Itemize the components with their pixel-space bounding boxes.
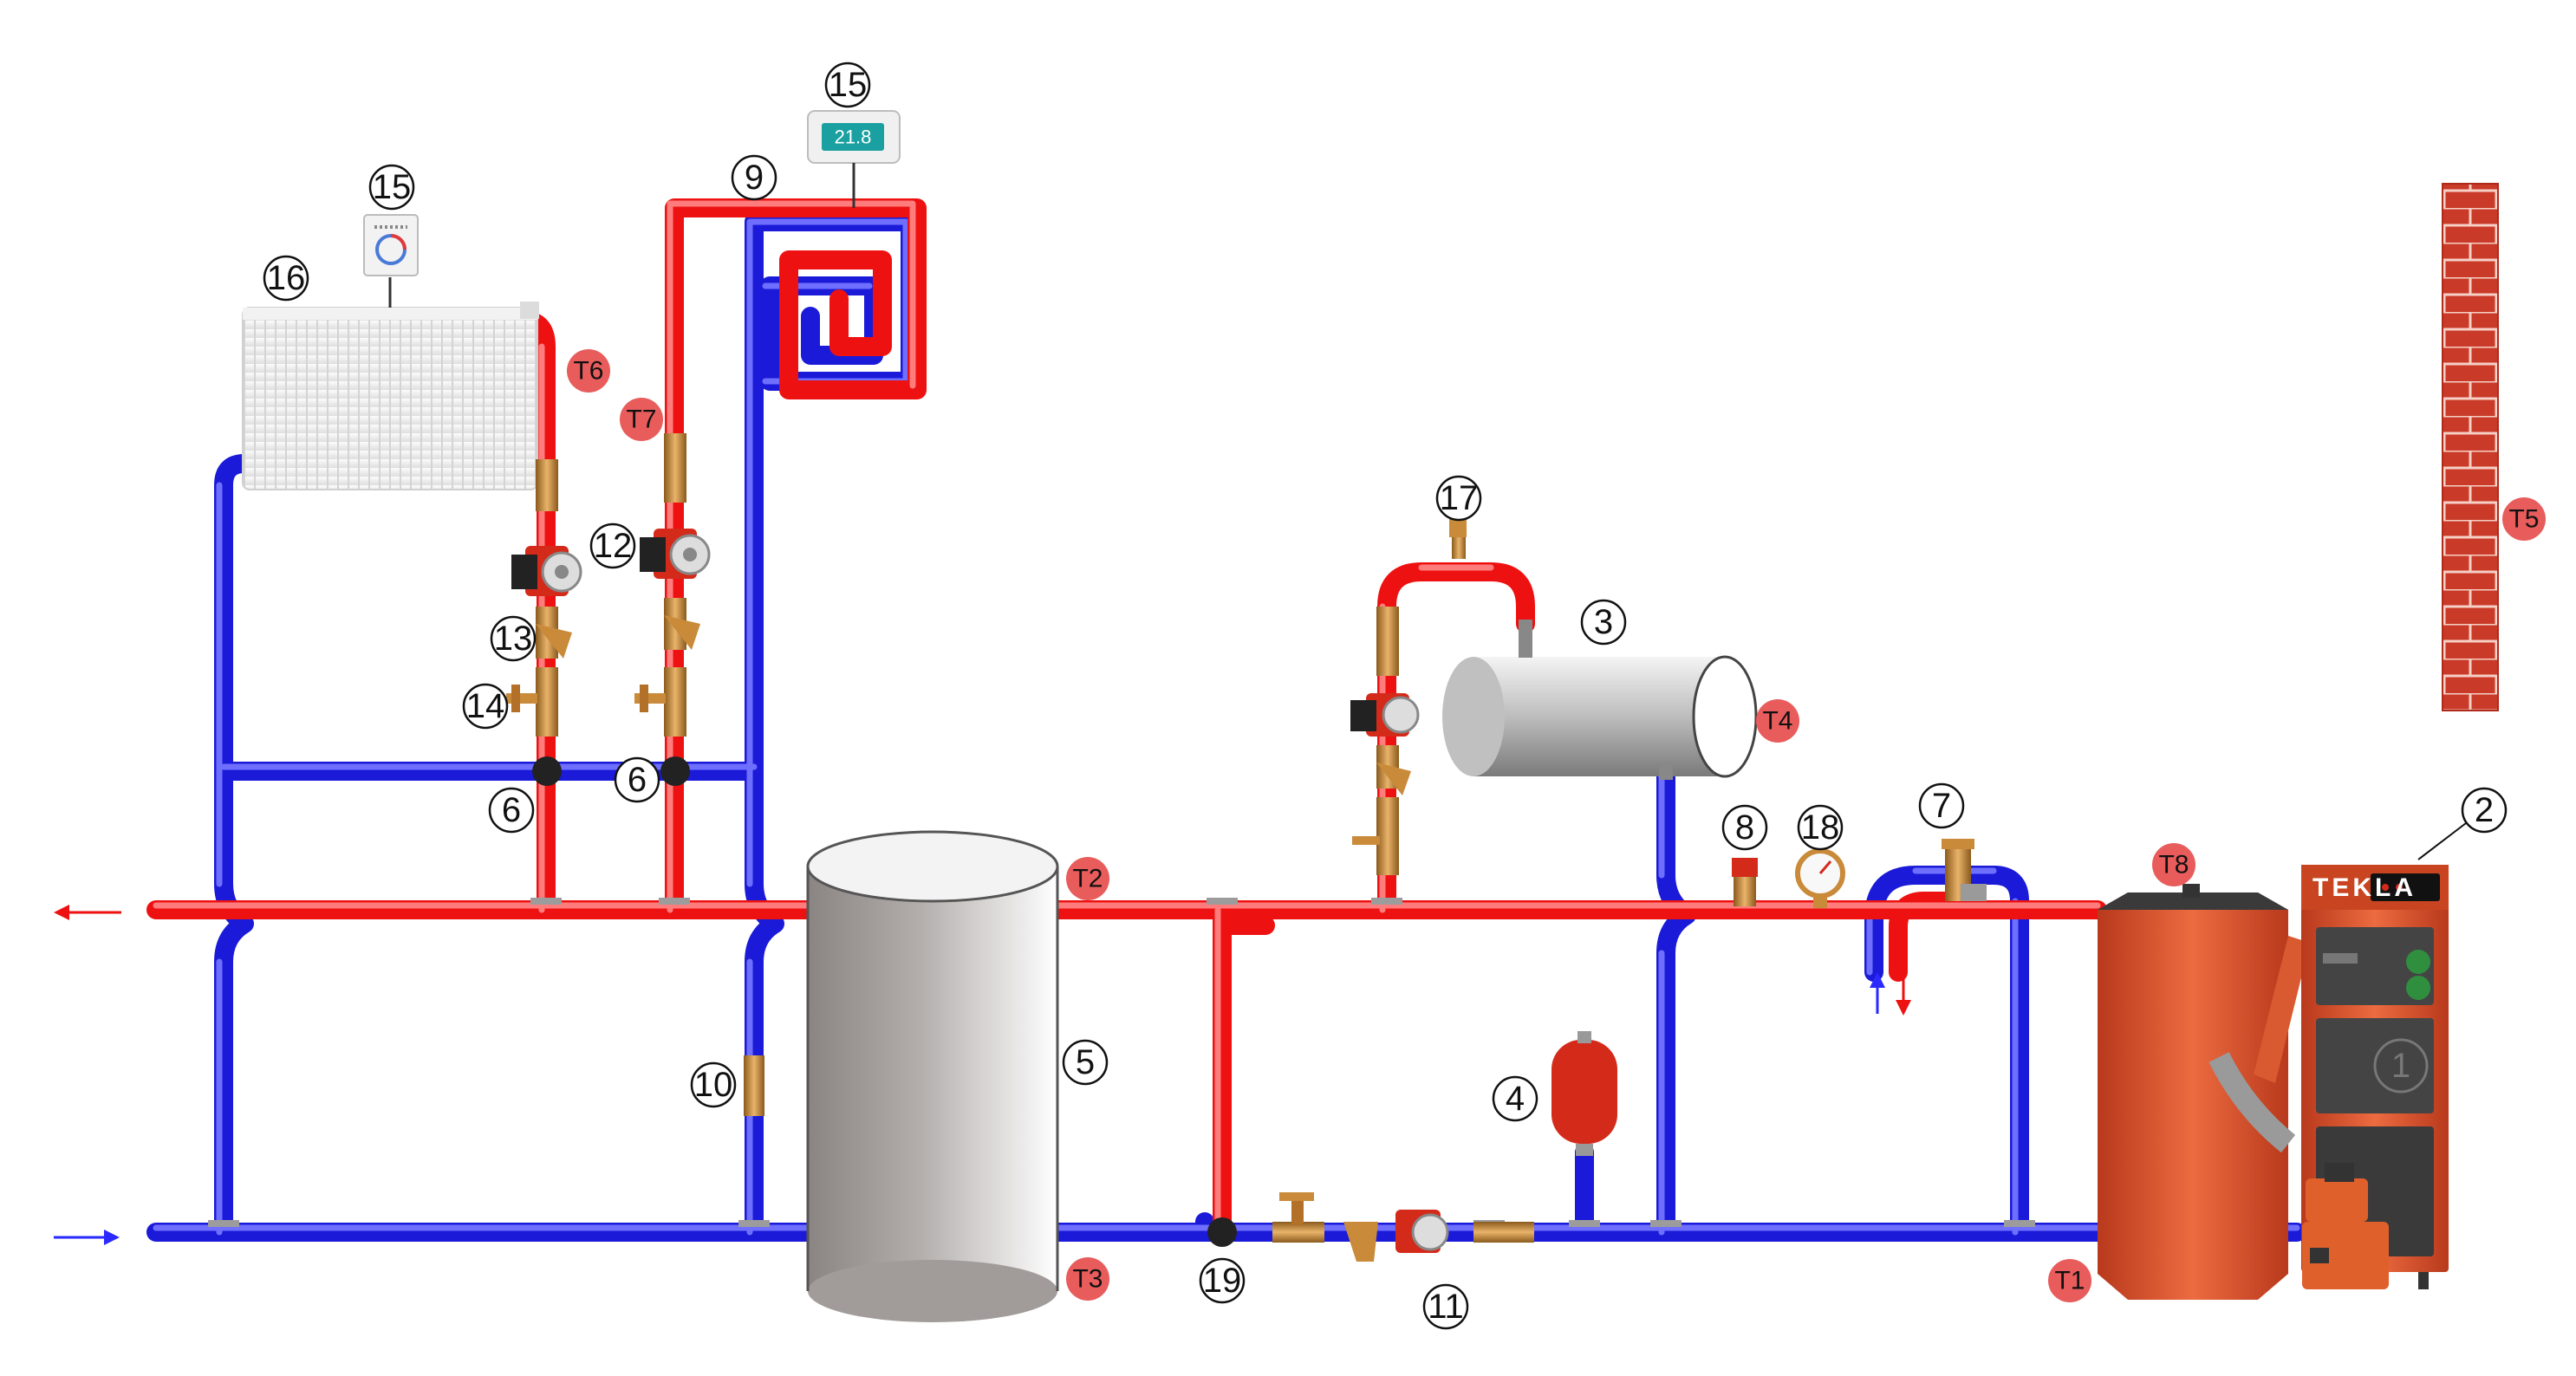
svg-text:15: 15 — [829, 66, 868, 104]
air-vent — [1449, 518, 1467, 537]
svg-text:19: 19 — [1203, 1262, 1242, 1300]
buffer-tank — [806, 830, 1059, 1322]
arrow-down-icon — [1896, 979, 1911, 1016]
radiator — [242, 277, 539, 490]
room-thermostat — [363, 214, 419, 276]
sensor-t5: T5 — [2502, 497, 2546, 541]
callout-16: 16 — [263, 255, 309, 302]
callout-15a: 15 — [368, 164, 415, 211]
svg-text:12: 12 — [594, 527, 633, 565]
dhw-tank — [1442, 620, 1758, 780]
thermostat-display: 21.8 — [835, 127, 872, 148]
sensor-t4: T4 — [1756, 699, 1799, 743]
callout-8: 8 — [1721, 804, 1768, 851]
svg-text:3: 3 — [1594, 603, 1613, 641]
component-callouts: 2 3 4 5 6 6 7 8 9 10 11 12 13 14 15 15 1… — [263, 62, 2508, 1330]
return-pump-group — [1207, 1192, 1534, 1262]
boiler-brand: TEKLA — [2313, 873, 2417, 902]
svg-text:11: 11 — [1428, 1288, 1464, 1326]
mixing-valve — [1942, 839, 1987, 901]
expansion-vessel — [1551, 1031, 1617, 1156]
svg-text:10: 10 — [694, 1066, 733, 1104]
svg-text:13: 13 — [494, 620, 533, 658]
callout-14: 14 — [462, 683, 509, 730]
svg-text:18: 18 — [1801, 808, 1840, 847]
callout-11: 11 — [1422, 1283, 1469, 1330]
sensor-t3: T3 — [1066, 1257, 1109, 1301]
callout-7: 7 — [1918, 782, 1965, 829]
sensor-t1: T1 — [2048, 1259, 2091, 1302]
boiler-door-number: 1 — [2391, 1047, 2410, 1085]
callout-19: 19 — [1199, 1257, 1246, 1304]
svg-text:7: 7 — [1932, 787, 1951, 825]
callout-15b: 15 — [824, 62, 871, 108]
svg-text:2: 2 — [2475, 791, 2494, 829]
arrow-left-icon — [54, 905, 121, 920]
svg-text:6: 6 — [502, 791, 521, 829]
svg-text:T1: T1 — [2054, 1267, 2085, 1295]
callout-9: 9 — [731, 154, 777, 201]
callout-10: 10 — [690, 1061, 737, 1108]
svg-text:T5: T5 — [2508, 505, 2539, 534]
callout-17: 17 — [1435, 475, 1482, 522]
svg-text:5: 5 — [1076, 1043, 1095, 1081]
svg-text:16: 16 — [267, 259, 306, 297]
floor-pump-group — [634, 433, 711, 786]
pressure-gauge — [1795, 848, 1845, 908]
callout-6a: 6 — [488, 787, 535, 834]
callout-6b: 6 — [614, 756, 660, 803]
svg-text:T4: T4 — [1762, 707, 1792, 736]
callout-3: 3 — [1580, 599, 1627, 646]
callout-2: 2 — [2461, 787, 2508, 834]
callout-5: 5 — [1062, 1039, 1109, 1086]
pellet-boiler: TEKLA 1 — [2098, 865, 2449, 1300]
bypass-fitting — [744, 1055, 764, 1116]
svg-text:17: 17 — [1440, 479, 1479, 517]
sensor-t7: T7 — [620, 398, 663, 441]
dhw-pump-group — [1350, 524, 1466, 875]
callout-13: 13 — [490, 615, 537, 662]
svg-text:T7: T7 — [626, 406, 656, 434]
sensor-t8: T8 — [2152, 843, 2195, 886]
svg-text:9: 9 — [745, 159, 764, 197]
sensor-tags: T1 T2 T3 T4 T5 T6 T7 T8 — [567, 349, 2546, 1302]
svg-text:T3: T3 — [1072, 1265, 1103, 1294]
arrow-right-icon — [54, 1230, 120, 1245]
callout-18: 18 — [1797, 804, 1844, 851]
svg-text:T6: T6 — [573, 357, 603, 386]
callout-12: 12 — [589, 522, 636, 569]
pipe-fittings — [208, 898, 2035, 1227]
svg-text:8: 8 — [1735, 808, 1754, 847]
svg-text:T8: T8 — [2158, 851, 2189, 879]
svg-text:4: 4 — [1506, 1080, 1525, 1118]
radiator-pump-group — [506, 459, 582, 786]
arrow-up-icon — [1870, 972, 1885, 1014]
svg-text:T2: T2 — [1072, 865, 1103, 893]
svg-text:6: 6 — [628, 761, 647, 799]
floor-heating-thermostat: 21.8 — [807, 110, 901, 208]
svg-text:15: 15 — [373, 168, 412, 206]
sensor-t6: T6 — [567, 349, 610, 393]
callout-4: 4 — [1492, 1075, 1538, 1122]
svg-text:14: 14 — [466, 687, 505, 725]
sensor-t2: T2 — [1066, 857, 1109, 900]
chimney-wall — [2442, 183, 2499, 711]
safety-valve — [1732, 858, 1758, 906]
